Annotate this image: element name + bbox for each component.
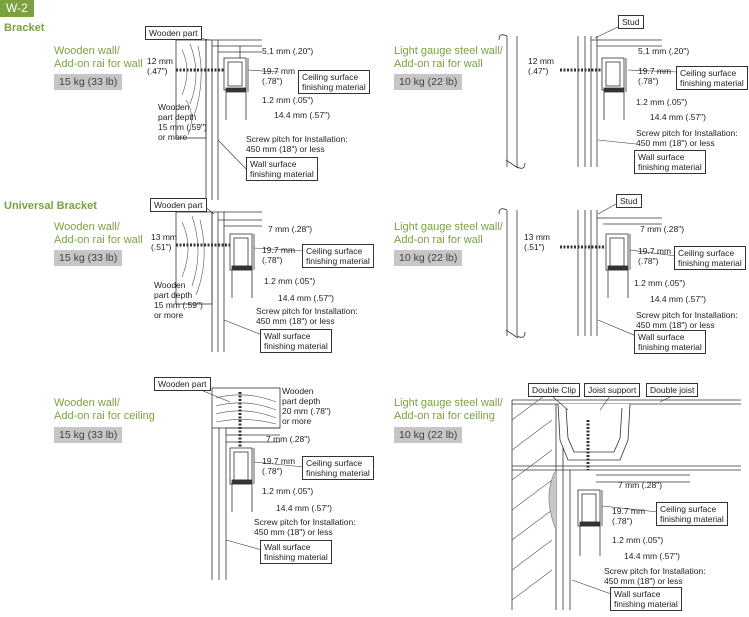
- panel5-width-dim: 14.4 mm (.57"): [276, 503, 332, 513]
- panel5-title: Wooden wall/ Add-on rai for ceiling: [54, 397, 155, 422]
- panel6-double-joist-label: Double joist: [646, 383, 699, 397]
- panel3-bottom-dim: 1.2 mm (.05"): [264, 276, 316, 286]
- panel4-stud-label: Stud: [616, 194, 642, 208]
- panel1-top-dim: 5.1 mm (.20"): [262, 46, 314, 56]
- panel2-top-dim: 5.1 mm (.20"): [638, 46, 690, 56]
- leader-lines: [172, 23, 679, 596]
- panel2-load-badge: 10 kg (22 lb): [394, 74, 462, 90]
- panel3-pitch-note: Screw pitch for Installation:450 mm (18"…: [256, 306, 358, 326]
- panel4-top-dim: 7 mm (.28"): [640, 224, 685, 234]
- panel2-title: Light gauge steel wall/ Add-on rai for w…: [394, 45, 503, 70]
- panel2-drawing: [498, 34, 662, 169]
- panel1-height-dim: 19.7 mm(.78"): [262, 66, 296, 86]
- panel6-joist-support-label: Joist support: [584, 383, 641, 397]
- panel6-bottom-dim: 1.2 mm (.05"): [612, 535, 664, 545]
- panel2-stud-label: Stud: [618, 15, 644, 29]
- panel2-height-dim: 19.7 mm(.78"): [638, 66, 672, 86]
- panel3-height-dim: 19.7 mm(.78"): [262, 245, 296, 265]
- panel5-pitch-note: Screw pitch for Installation:450 mm (18"…: [254, 517, 356, 537]
- panel4-screw-dim: 13 mm(.51"): [524, 232, 550, 252]
- section-bracket: Bracket: [4, 22, 45, 34]
- panel5-load-badge: 15 kg (33 lb): [54, 427, 122, 443]
- panel3-load-badge: 15 kg (33 lb): [54, 250, 122, 266]
- panel1-wooden-part-label: Wooden part: [145, 26, 202, 40]
- page-tag: W-2: [0, 0, 34, 17]
- panel5-bottom-dim: 1.2 mm (.05"): [262, 486, 314, 496]
- panel4-load-badge: 10 kg (22 lb): [394, 250, 462, 266]
- panel5-wooden-part-label: Wooden part: [154, 377, 211, 391]
- panel1-width-dim: 14.4 mm (.57"): [274, 110, 330, 120]
- panel3-drawing: [175, 211, 262, 352]
- panel6-load-badge: 10 kg (22 lb): [394, 427, 462, 443]
- panel6-top-dim: 7 mm (.28"): [618, 480, 663, 490]
- panel1-screw-dim: 12 mm(.47"): [147, 56, 173, 76]
- panel4-width-dim: 14.4 mm (.57"): [650, 294, 706, 304]
- panel1-title: Wooden wall/ Add-on rai for wall: [54, 45, 143, 70]
- panel6-width-dim: 14.4 mm (.57"): [624, 551, 680, 561]
- panel6-pitch-note: Screw pitch for Installation:450 mm (18"…: [604, 566, 706, 586]
- panel3-wooden-part-label: Wooden part: [150, 198, 207, 212]
- panel4-bottom-dim: 1.2 mm (.05"): [634, 278, 686, 288]
- panel5-drawing: [211, 387, 281, 580]
- section-universal-bracket: Universal Bracket: [4, 200, 97, 212]
- panel1-load-badge: 15 kg (33 lb): [54, 74, 122, 90]
- panel2-bottom-dim: 1.2 mm (.05"): [636, 97, 688, 107]
- panel4-height-dim: 19.7 mm(.78"): [638, 246, 672, 266]
- panel4-drawing: [498, 208, 662, 339]
- panel2-pitch-note: Screw pitch for Installation:450 mm (18"…: [636, 128, 738, 148]
- panel4-pitch-note: Screw pitch for Installation:450 mm (18"…: [636, 310, 738, 330]
- panel3-width-dim: 14.4 mm (.57"): [278, 293, 334, 303]
- panel2-screw-dim: 12 mm(.47"): [528, 56, 554, 76]
- panel1-bottom-dim: 1.2 mm (.05"): [262, 95, 314, 105]
- panel4-title: Light gauge steel wall/ Add-on rai for w…: [394, 221, 503, 246]
- panel3-screw-dim: 13 mm(.51"): [151, 232, 177, 252]
- panel2-width-dim: 14.4 mm (.57"): [650, 112, 706, 122]
- panel6-height-dim: 19.7 mm(.78"): [612, 506, 646, 526]
- panel1-drawing: [175, 39, 262, 200]
- panel6-title: Light gauge steel wall/ Add-on rai for c…: [394, 397, 503, 422]
- panel3-title: Wooden wall/ Add-on rai for wall: [54, 221, 143, 246]
- panel6-drawing: [511, 389, 741, 610]
- panel3-top-dim: 7 mm (.28"): [268, 224, 313, 234]
- panel1-pitch-note: Screw pitch for Installation:450 mm (18"…: [246, 134, 348, 154]
- panel5-top-dim: 7 mm (.28"): [266, 434, 311, 444]
- panel5-height-dim: 19.7 mm(.78"): [262, 456, 296, 476]
- panel6-double-clip-label: Double Clip: [528, 383, 580, 397]
